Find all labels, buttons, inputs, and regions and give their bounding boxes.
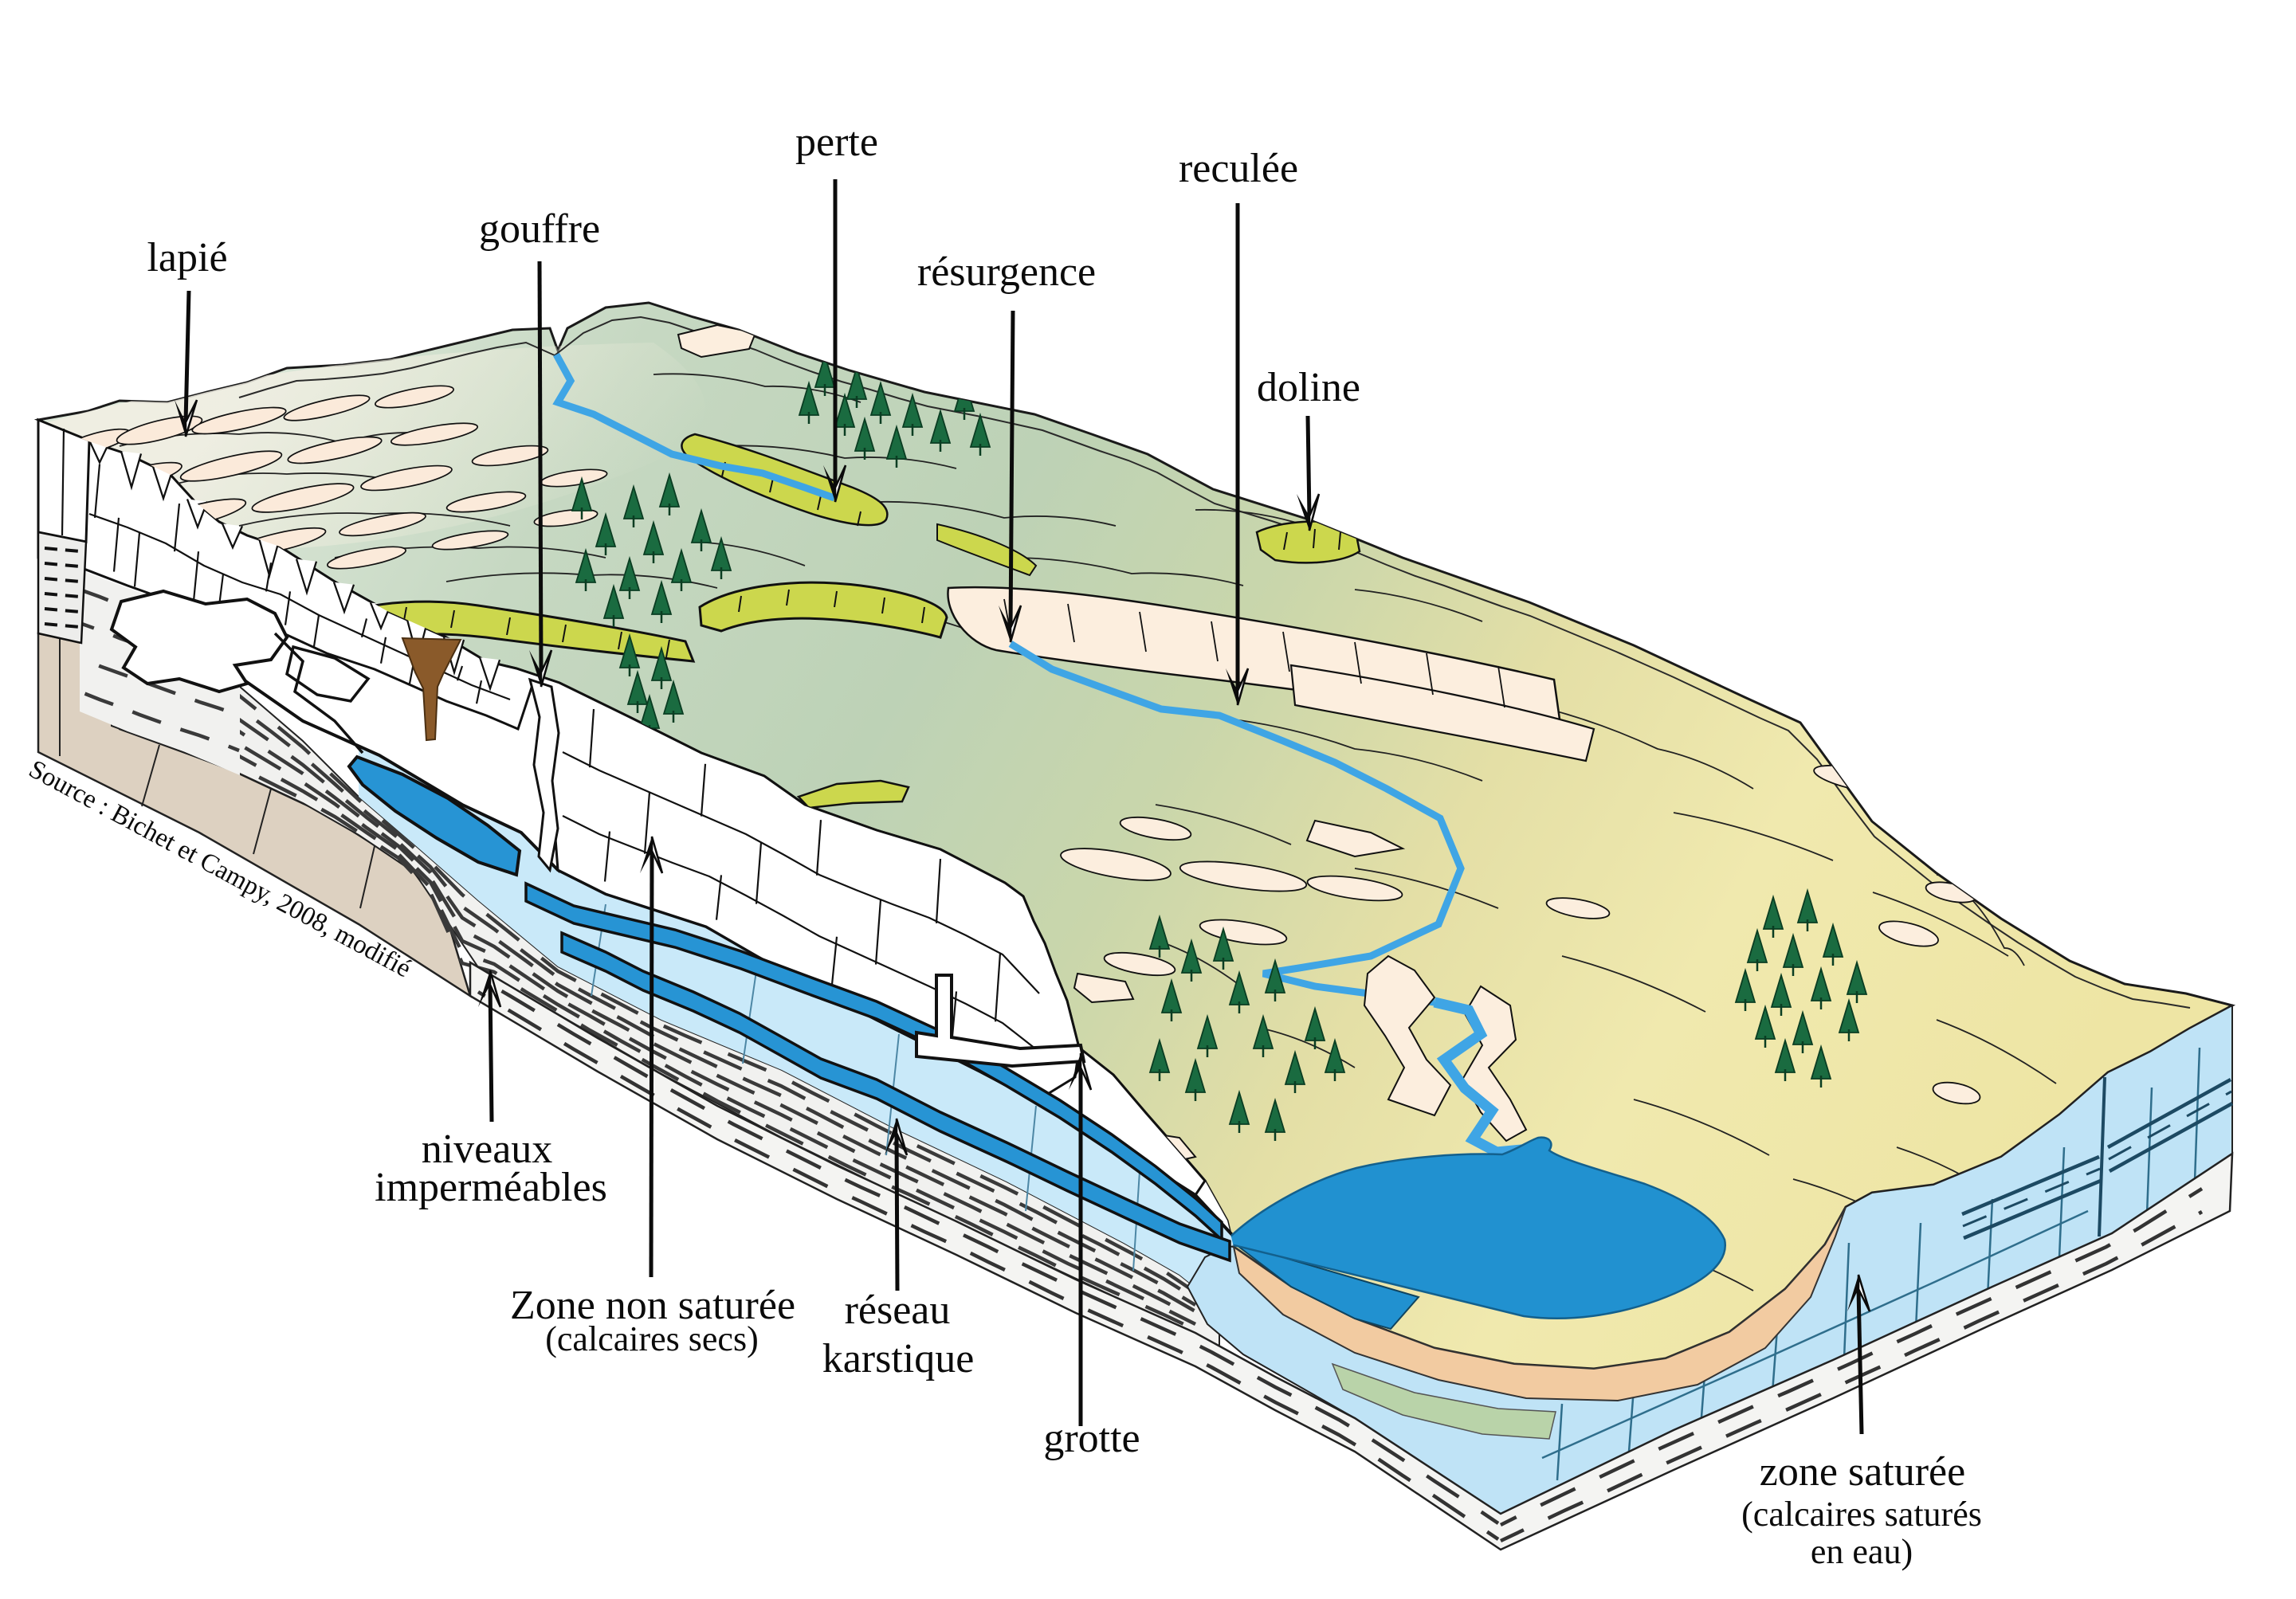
svg-text:zone saturée: zone saturée (1760, 1449, 1965, 1495)
svg-text:lapié: lapié (147, 235, 227, 280)
svg-text:reculée: reculée (1179, 146, 1298, 191)
svg-text:(calcaires secs): (calcaires secs) (545, 1319, 758, 1358)
svg-text:imperméables: imperméables (375, 1165, 607, 1210)
svg-text:grotte: grotte (1043, 1416, 1140, 1461)
svg-text:perte: perte (795, 120, 878, 165)
svg-text:réseau: réseau (845, 1287, 951, 1333)
svg-text:karstique: karstique (822, 1336, 975, 1381)
svg-text:en eau): en eau) (1811, 1532, 1913, 1571)
svg-text:niveaux: niveaux (422, 1127, 553, 1172)
svg-text:gouffre: gouffre (479, 206, 600, 252)
svg-text:(calcaires saturés: (calcaires saturés (1741, 1495, 1982, 1534)
svg-text:doline: doline (1257, 365, 1360, 410)
svg-text:Zone non saturée: Zone non saturée (510, 1283, 795, 1328)
svg-text:résurgence: résurgence (917, 249, 1096, 295)
